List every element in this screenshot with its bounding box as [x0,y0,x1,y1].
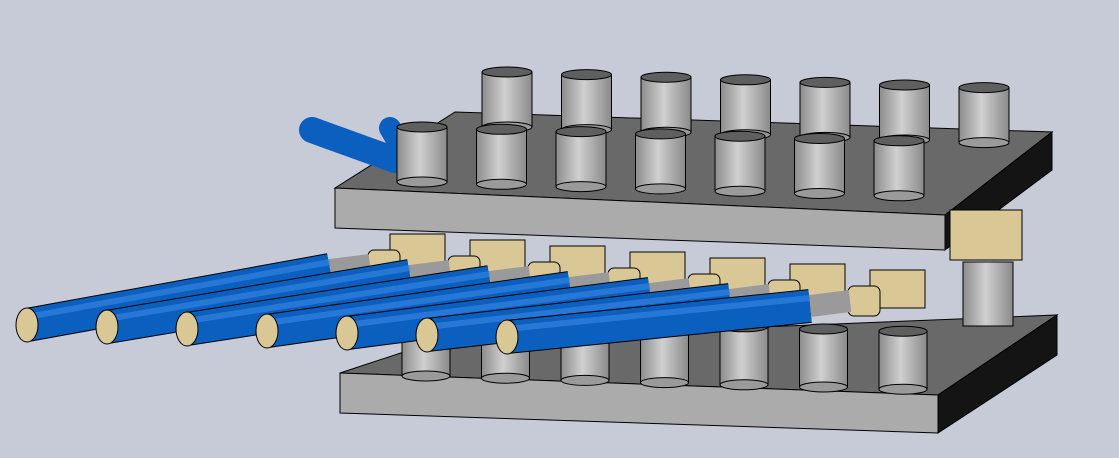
upper-back-cylinder [561,69,612,136]
upper-front-cylinder [873,135,925,202]
upper-front-cylinder [476,123,527,190]
tube-end-cap [415,317,439,353]
upper-back-cylinder [640,71,692,138]
tube-end-cap [255,313,279,349]
tube-end-cap [15,307,39,343]
upper-front-cylinder [714,130,766,197]
upper-front-cylinder [555,126,607,193]
upper-back-cylinder [481,66,533,133]
side-fitting [949,209,1023,327]
upper-front-cylinder [635,128,686,195]
hydraulic-tube [15,253,372,343]
upper-back-cylinder [958,82,1010,149]
upper-back-cylinder [799,76,851,143]
tube-end-cap [175,311,199,347]
upper-back-cylinder [720,74,771,141]
tubes [15,253,852,355]
inlet-tube [299,117,411,173]
lower-front-cylinder [799,323,848,393]
hydraulic-tube [495,289,852,355]
upper-back-cylinder [879,79,930,146]
lower-plate-side [937,314,1058,434]
tube-end-cap [495,319,519,355]
upper-front-cylinder [396,121,448,188]
tube-end-cap [95,309,119,345]
lower-front-cylinder [878,325,928,395]
elbow-fitting [847,269,926,317]
upper-front-cylinder [794,133,845,199]
tube-end-cap [335,315,359,351]
upper-plate-cylinders [396,66,1010,202]
lower-front-cylinder [719,321,769,391]
